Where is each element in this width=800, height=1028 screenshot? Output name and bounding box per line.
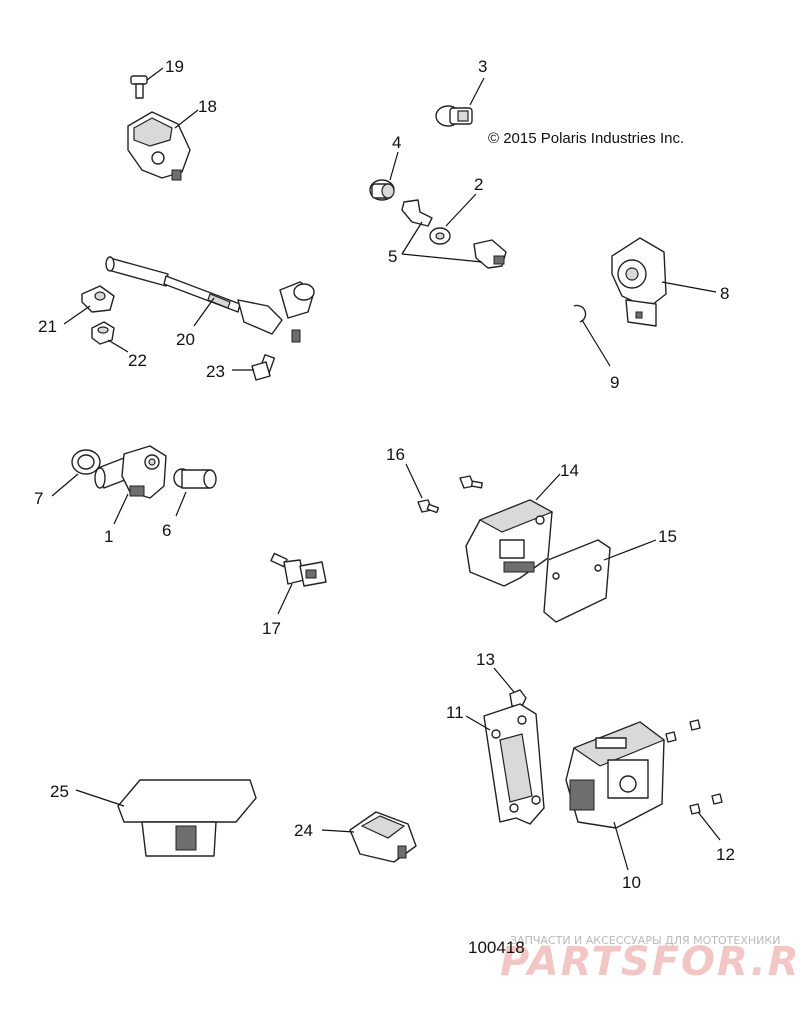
- watermark-logo: PARTSFOR.RU: [500, 939, 800, 985]
- callout-20: 20: [176, 330, 195, 349]
- part-7-o-ring: [71, 449, 101, 475]
- callout-24: 24: [294, 821, 313, 840]
- callout-5: 5: [388, 247, 397, 266]
- callout-6: 6: [162, 521, 171, 540]
- callout-23: 23: [206, 362, 225, 381]
- part-19-bolt: [130, 75, 148, 99]
- part-24-switch: [349, 811, 417, 863]
- part-13-nut: [509, 689, 527, 707]
- part-5-clip-assembly: [401, 199, 507, 269]
- part-16-screws: [417, 475, 483, 514]
- part-17-temp-sensor: [270, 552, 327, 587]
- part-11-mounting-bracket: [483, 703, 545, 825]
- part-18-map-sensor: [127, 111, 191, 181]
- callout-2: 2: [474, 175, 483, 194]
- callout-17: 17: [262, 619, 281, 638]
- callout-15: 15: [658, 527, 677, 546]
- part-14-module-housing: [465, 499, 554, 587]
- callout-18: 18: [198, 97, 217, 116]
- callout-3: 3: [478, 57, 487, 76]
- part-23-bolt: [251, 354, 276, 381]
- callout-13: 13: [476, 650, 495, 669]
- callout-10: 10: [622, 873, 641, 892]
- part-12-screws: [665, 719, 723, 815]
- callout-4: 4: [392, 133, 401, 152]
- callout-9: 9: [610, 373, 619, 392]
- part-21-clamp: [81, 285, 115, 313]
- copyright-text: © 2015 Polaris Industries Inc.: [488, 130, 684, 147]
- part-6-spacer: [173, 468, 217, 489]
- callout-22: 22: [128, 351, 147, 370]
- part-22-nut: [91, 321, 115, 345]
- part-3-plug: [435, 105, 473, 127]
- part-1-speed-sensor: [94, 445, 167, 499]
- part-8-knock-sensor: [611, 237, 667, 327]
- part-10-ecu: [565, 721, 666, 829]
- document-number: 100418: [468, 938, 525, 957]
- callout-8: 8: [720, 284, 729, 303]
- callout-12: 12: [716, 845, 735, 864]
- callout-14: 14: [560, 461, 579, 480]
- callout-16: 16: [386, 445, 405, 464]
- callout-7: 7: [34, 489, 43, 508]
- part-4-cap: [369, 179, 395, 201]
- part-9-retaining-clip: [573, 304, 587, 323]
- callout-11: 11: [446, 703, 464, 722]
- callout-1: 1: [104, 527, 113, 546]
- part-20-sensor-cable: [105, 256, 315, 343]
- callout-25: 25: [50, 782, 69, 801]
- part-15-gasket: [543, 539, 611, 623]
- callout-21: 21: [38, 317, 57, 336]
- part-25-cover: [117, 779, 257, 857]
- callout-19: 19: [165, 57, 184, 76]
- watermark-tagline: ЗАПЧАСТИ И АКСЕССУАРЫ ДЛЯ МОТОТЕХНИКИ: [510, 934, 780, 947]
